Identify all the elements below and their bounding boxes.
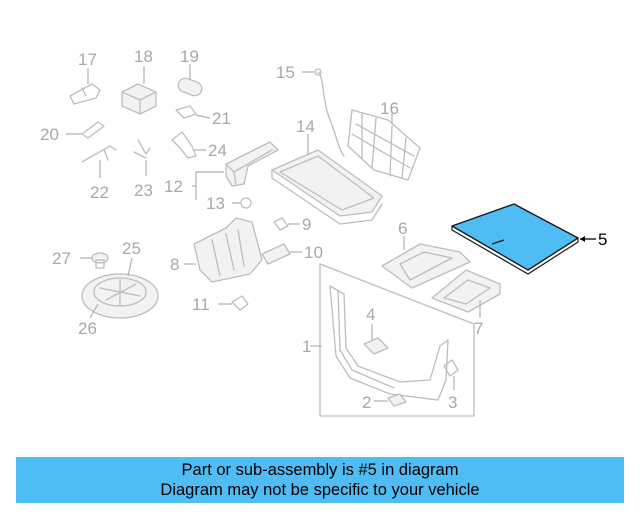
part-1-trim-panel	[310, 263, 475, 417]
part-4	[363, 324, 389, 355]
part-3	[443, 359, 459, 390]
callout-23: 23	[134, 181, 153, 200]
part-21	[175, 105, 211, 119]
callout-2: 2	[362, 393, 371, 412]
part-26	[89, 303, 99, 319]
callout-19: 19	[180, 47, 199, 66]
callout-16: 16	[380, 99, 399, 118]
part-8	[184, 217, 263, 283]
caption-line-1: Part or sub-assembly is #5 in diagram	[181, 461, 459, 479]
part-18	[121, 66, 157, 115]
callout-7: 7	[474, 319, 483, 338]
callout-20: 20	[40, 125, 59, 144]
callout-11: 11	[192, 295, 210, 314]
callout-8: 8	[170, 255, 179, 274]
part-23	[133, 139, 151, 176]
part-5-trunk-mat	[451, 203, 596, 275]
callout-1: 1	[302, 337, 311, 356]
part-20	[66, 121, 105, 139]
callout-24: 24	[208, 141, 227, 160]
callout-17: 17	[78, 50, 97, 69]
callout-12: 12	[164, 177, 183, 196]
callout-6: 6	[398, 219, 407, 238]
part-11	[218, 295, 249, 311]
part-22	[81, 145, 117, 178]
part-2	[374, 393, 407, 407]
part-14	[271, 134, 383, 225]
part-13	[232, 197, 252, 209]
callout-9: 9	[302, 215, 311, 234]
part-9	[273, 217, 300, 231]
callout-27: 27	[52, 249, 71, 268]
part-12	[192, 141, 279, 200]
callout-18: 18	[134, 47, 153, 66]
part-16	[347, 109, 421, 181]
callout-5: 5	[598, 230, 607, 249]
part-10	[261, 243, 302, 265]
part-7	[431, 269, 501, 318]
callout-26: 26	[78, 319, 97, 338]
part-25	[81, 257, 159, 319]
callout-13: 13	[206, 194, 225, 213]
part-6	[381, 236, 471, 289]
caption-line-2: Diagram may not be specific to your vehi…	[160, 481, 480, 499]
part-27	[80, 252, 109, 269]
part-15	[302, 68, 345, 157]
callout-15: 15	[276, 63, 295, 82]
caption-banner: Part or sub-assembly is #5 in diagram Di…	[16, 457, 624, 503]
part-19	[177, 64, 203, 97]
callout-22: 22	[90, 183, 109, 202]
callout-25: 25	[122, 239, 141, 258]
callout-10: 10	[304, 243, 323, 262]
callout-14: 14	[296, 117, 315, 136]
callout-3: 3	[448, 393, 457, 412]
callout-21: 21	[212, 109, 231, 128]
callout-4: 4	[366, 305, 375, 324]
part-17	[69, 68, 101, 105]
part-24	[171, 131, 206, 159]
